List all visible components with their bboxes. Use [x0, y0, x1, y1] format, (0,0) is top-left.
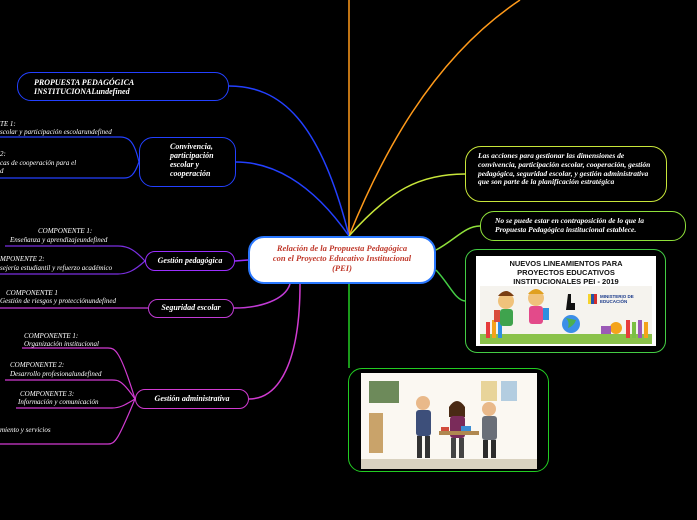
convivencia-comp2-desc-a: cas de cooperación para el	[0, 159, 77, 167]
propuesta-text: PROPUESTA PEDAGÓGICA INSTITUCIONALundefi…	[34, 78, 134, 96]
gestion-adm-comp1-title: COMPONENTE 1:	[24, 332, 79, 340]
node-contraposicion[interactable]: No se puede estar en contraposición de l…	[480, 211, 686, 241]
connector-dimensiones	[348, 173, 466, 237]
connector-seguridad	[233, 283, 291, 309]
connector-convivencia	[235, 161, 350, 237]
central-topic-text: Relación de la Propuesta Pedagógica con …	[272, 243, 412, 273]
gestion-pedagogica-text: Gestión pedagógica	[157, 256, 223, 265]
connector-poster	[435, 269, 466, 302]
seguridad-comp1-title: COMPONENTE 1	[6, 289, 58, 297]
gestion-administrativa-text: Gestión administrativa	[154, 394, 230, 403]
classroom-illustration	[361, 373, 537, 469]
node-dimensiones[interactable]: Las acciones para gestionar las dimensio…	[465, 146, 667, 202]
gestion-ped-comp1-desc: Enseñanza y aprendizajeundefined	[10, 236, 108, 244]
seguridad-text: Seguridad escolar	[161, 303, 221, 312]
poster-image: NUEVOS LINEAMIENTOS PARA PROYECTOS EDUCA…	[476, 256, 656, 346]
node-convivencia[interactable]: Convivencia, participación escolar y coo…	[139, 137, 236, 187]
gestion-adm-comp3-title: COMPONENTE 3:	[20, 390, 75, 398]
poster-title: NUEVOS LINEAMIENTOS PARA PROYECTOS EDUCA…	[509, 259, 623, 286]
node-propuesta-pedagogica[interactable]: PROPUESTA PEDAGÓGICA INSTITUCIONALundefi…	[17, 72, 229, 101]
poster-illustration	[480, 286, 652, 344]
convivencia-comp1-desc: scolar y participación escolarundefined	[0, 128, 112, 136]
node-poster-image[interactable]: NUEVOS LINEAMIENTOS PARA PROYECTOS EDUCA…	[465, 249, 666, 353]
ministerio-logo-text: MINISTERIO DE EDUCACIÓN	[600, 294, 634, 304]
node-classroom-illustration[interactable]	[348, 368, 549, 472]
gestion-ped-comp1-title: COMPONENTE 1:	[38, 227, 93, 235]
convivencia-comp1-title: TE 1:	[0, 120, 16, 128]
node-gestion-administrativa[interactable]: Gestión administrativa	[135, 389, 249, 409]
convivencia-comp2-desc-b: d	[0, 167, 4, 175]
dimensiones-text: Las acciones para gestionar las dimensio…	[478, 151, 651, 187]
contraposicion-text: No se puede estar en contraposición de l…	[495, 216, 644, 234]
connector-gestion-pedagogica	[234, 259, 249, 262]
connector-propuesta	[228, 85, 350, 237]
gestion-adm-comp3-desc: Información y comunicación	[18, 398, 99, 406]
central-topic[interactable]: Relación de la Propuesta Pedagógica con …	[248, 236, 436, 284]
node-gestion-pedagogica[interactable]: Gestión pedagógica	[145, 251, 235, 271]
connector-gestion-administrativa	[248, 283, 301, 400]
convivencia-comp2-title: 2:	[0, 150, 6, 158]
gestion-adm-comp4-desc: miento y servicios	[0, 426, 51, 434]
convivencia-text: Convivencia, participación escolar y coo…	[170, 142, 214, 178]
gestion-adm-comp2-desc: Desarrollo profesionalundefined	[10, 370, 102, 378]
connector-orange-right	[348, 0, 521, 237]
seguridad-comp1-desc: Gestión de riesgos y protecciónundefined	[0, 297, 116, 305]
connector-contraposicion	[435, 225, 481, 251]
node-seguridad-escolar[interactable]: Seguridad escolar	[148, 299, 234, 318]
gestion-ped-comp2-desc: sejería estudiantil y refuerzo académico	[0, 264, 113, 272]
gestion-adm-comp1-desc: Organización institucional	[24, 340, 99, 348]
gestion-adm-comp2-title: COMPONENTE 2:	[10, 361, 65, 369]
gestion-ped-comp2-title: MPONENTE 2:	[0, 255, 45, 263]
